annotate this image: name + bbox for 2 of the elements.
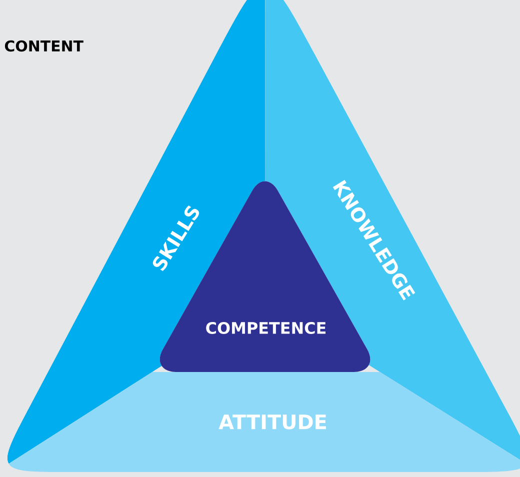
heading: CONTENT [4, 40, 84, 52]
triangle-section: ATTITUDE [8, 372, 520, 472]
